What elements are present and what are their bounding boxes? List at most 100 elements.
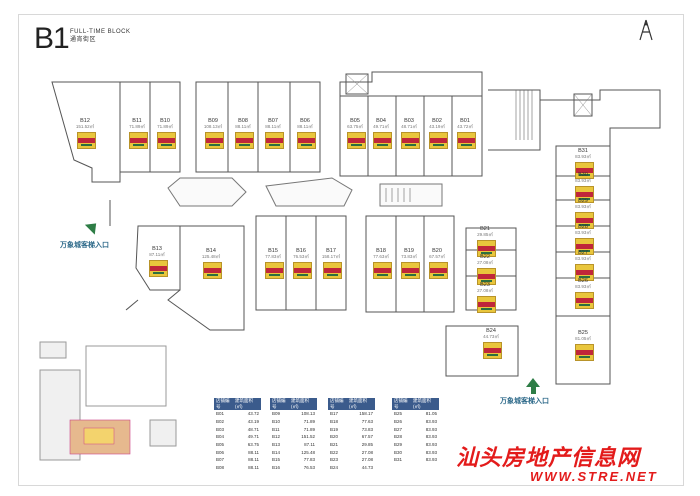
unit-area-value: 49.71: [247, 434, 259, 440]
unit-icon-b20: [429, 262, 448, 279]
unit-icon-b15: [265, 262, 284, 279]
unit-label-b15[interactable]: B15: [268, 248, 278, 254]
unit-label-b25[interactable]: B25: [578, 330, 588, 336]
unit-label-b18[interactable]: B18: [376, 248, 386, 254]
unit-code: B03: [216, 426, 225, 432]
unit-icon-b26: [575, 292, 594, 309]
unit-label-b10[interactable]: B10: [160, 118, 170, 124]
unit-area-value: 73.83: [361, 426, 373, 432]
unit-area-value: 43.19: [247, 419, 259, 425]
unit-label-b07[interactable]: B07: [268, 118, 278, 124]
unit-area-value: 125.48: [301, 449, 315, 455]
unit-label-b01[interactable]: B01: [460, 118, 470, 124]
unit-area-b13: 87.11㎡: [149, 252, 165, 257]
unit-code: B06: [216, 449, 225, 455]
table-header: 店铺编号: [214, 398, 233, 410]
unit-area-b29: 83.93㎡: [575, 204, 591, 209]
unit-icon-b13: [149, 260, 168, 277]
unit-label-b17[interactable]: B17: [326, 248, 336, 254]
unit-label-b24[interactable]: B24: [486, 328, 496, 334]
unit-label-b19[interactable]: B19: [404, 248, 414, 254]
unit-label-b09[interactable]: B09: [208, 118, 218, 124]
unit-label-b23[interactable]: B23: [480, 282, 490, 288]
unit-label-b03[interactable]: B03: [404, 118, 414, 124]
unit-area-b30: 83.93㎡: [575, 178, 591, 183]
unit-label-b31[interactable]: B31: [578, 148, 588, 154]
mixc-logo: [639, 19, 653, 41]
unit-label-b12[interactable]: B12: [80, 118, 90, 124]
entrance-label-bottom: 万象城客梯入口: [500, 398, 549, 405]
unit-label-b30[interactable]: B30: [578, 172, 588, 178]
unit-label-b13[interactable]: B13: [152, 246, 162, 252]
unit-label-b02[interactable]: B02: [432, 118, 442, 124]
unit-label-b11[interactable]: B11: [132, 118, 142, 124]
unit-label-b21[interactable]: B21: [480, 226, 490, 232]
unit-area-value: 83.93: [425, 457, 437, 463]
unit-code: B08: [216, 465, 225, 471]
unit-area-value: 77.63: [361, 419, 373, 425]
block-name: FULL-TIME BLOCK 通宵街区: [70, 28, 131, 44]
unit-icon-b23: [477, 296, 496, 313]
unit-code: B25: [394, 411, 403, 417]
unit-area-value: 87.11: [304, 442, 315, 448]
unit-label-b16[interactable]: B16: [296, 248, 306, 254]
unit-area-b02: 43.19㎡: [429, 124, 445, 129]
unit-label-b20[interactable]: B20: [432, 248, 442, 254]
unit-icon-b29: [575, 212, 594, 229]
unit-icon-b19: [401, 262, 420, 279]
unit-area-b25: 81.05㎡: [575, 336, 591, 341]
unit-area-b18: 77.63㎡: [373, 254, 389, 259]
unit-code: B31: [394, 457, 403, 463]
unit-area-b16: 76.53㎡: [293, 254, 309, 259]
unit-area-value: 83.93: [425, 426, 437, 432]
unit-label-b27[interactable]: B27: [578, 250, 588, 256]
unit-label-b08[interactable]: B08: [238, 118, 248, 124]
table-row: B04 49.71: [214, 433, 261, 441]
unit-code: B01: [216, 411, 225, 417]
unit-code: B04: [216, 434, 225, 440]
unit-label-b29[interactable]: B29: [578, 198, 588, 204]
unit-label-b06[interactable]: B06: [300, 118, 310, 124]
table-row: [392, 464, 439, 472]
unit-area-b10: 71.89㎡: [157, 124, 173, 129]
unit-area-b03: 48.71㎡: [401, 124, 417, 129]
unit-icon-b30: [575, 186, 594, 203]
unit-area-value: 81.05: [425, 411, 437, 417]
unit-area-value: 88.11: [248, 449, 259, 455]
unit-code: [392, 464, 411, 472]
unit-label-b14[interactable]: B14: [206, 248, 216, 254]
unit-area-value: 27.08: [361, 449, 373, 455]
unit-area-b22: 27.08㎡: [477, 260, 493, 265]
unit-area-b05: 63.75㎡: [347, 124, 363, 129]
unit-icon-b02: [429, 132, 448, 149]
unit-label-b28[interactable]: B28: [578, 224, 588, 230]
unit-icon-b25: [575, 344, 594, 361]
unit-label-b26[interactable]: B26: [578, 278, 588, 284]
unit-area-value: 67.57: [361, 434, 373, 440]
unit-label-b22[interactable]: B22: [480, 254, 490, 260]
unit-area-b24: 44.73㎡: [483, 334, 499, 339]
unit-label-b04[interactable]: B04: [376, 118, 386, 124]
unit-area-b21: 29.85㎡: [477, 232, 493, 237]
unit-label-b05[interactable]: B05: [350, 118, 360, 124]
unit-area-b31: 83.93㎡: [575, 154, 591, 159]
unit-area-value: 76.53: [303, 465, 315, 471]
unit-area-value: [411, 464, 439, 472]
unit-area-b26: 83.93㎡: [575, 284, 591, 289]
unit-icon-b08: [235, 132, 254, 149]
unit-area-value: 63.75: [247, 442, 259, 448]
unit-code: B21: [330, 442, 339, 448]
